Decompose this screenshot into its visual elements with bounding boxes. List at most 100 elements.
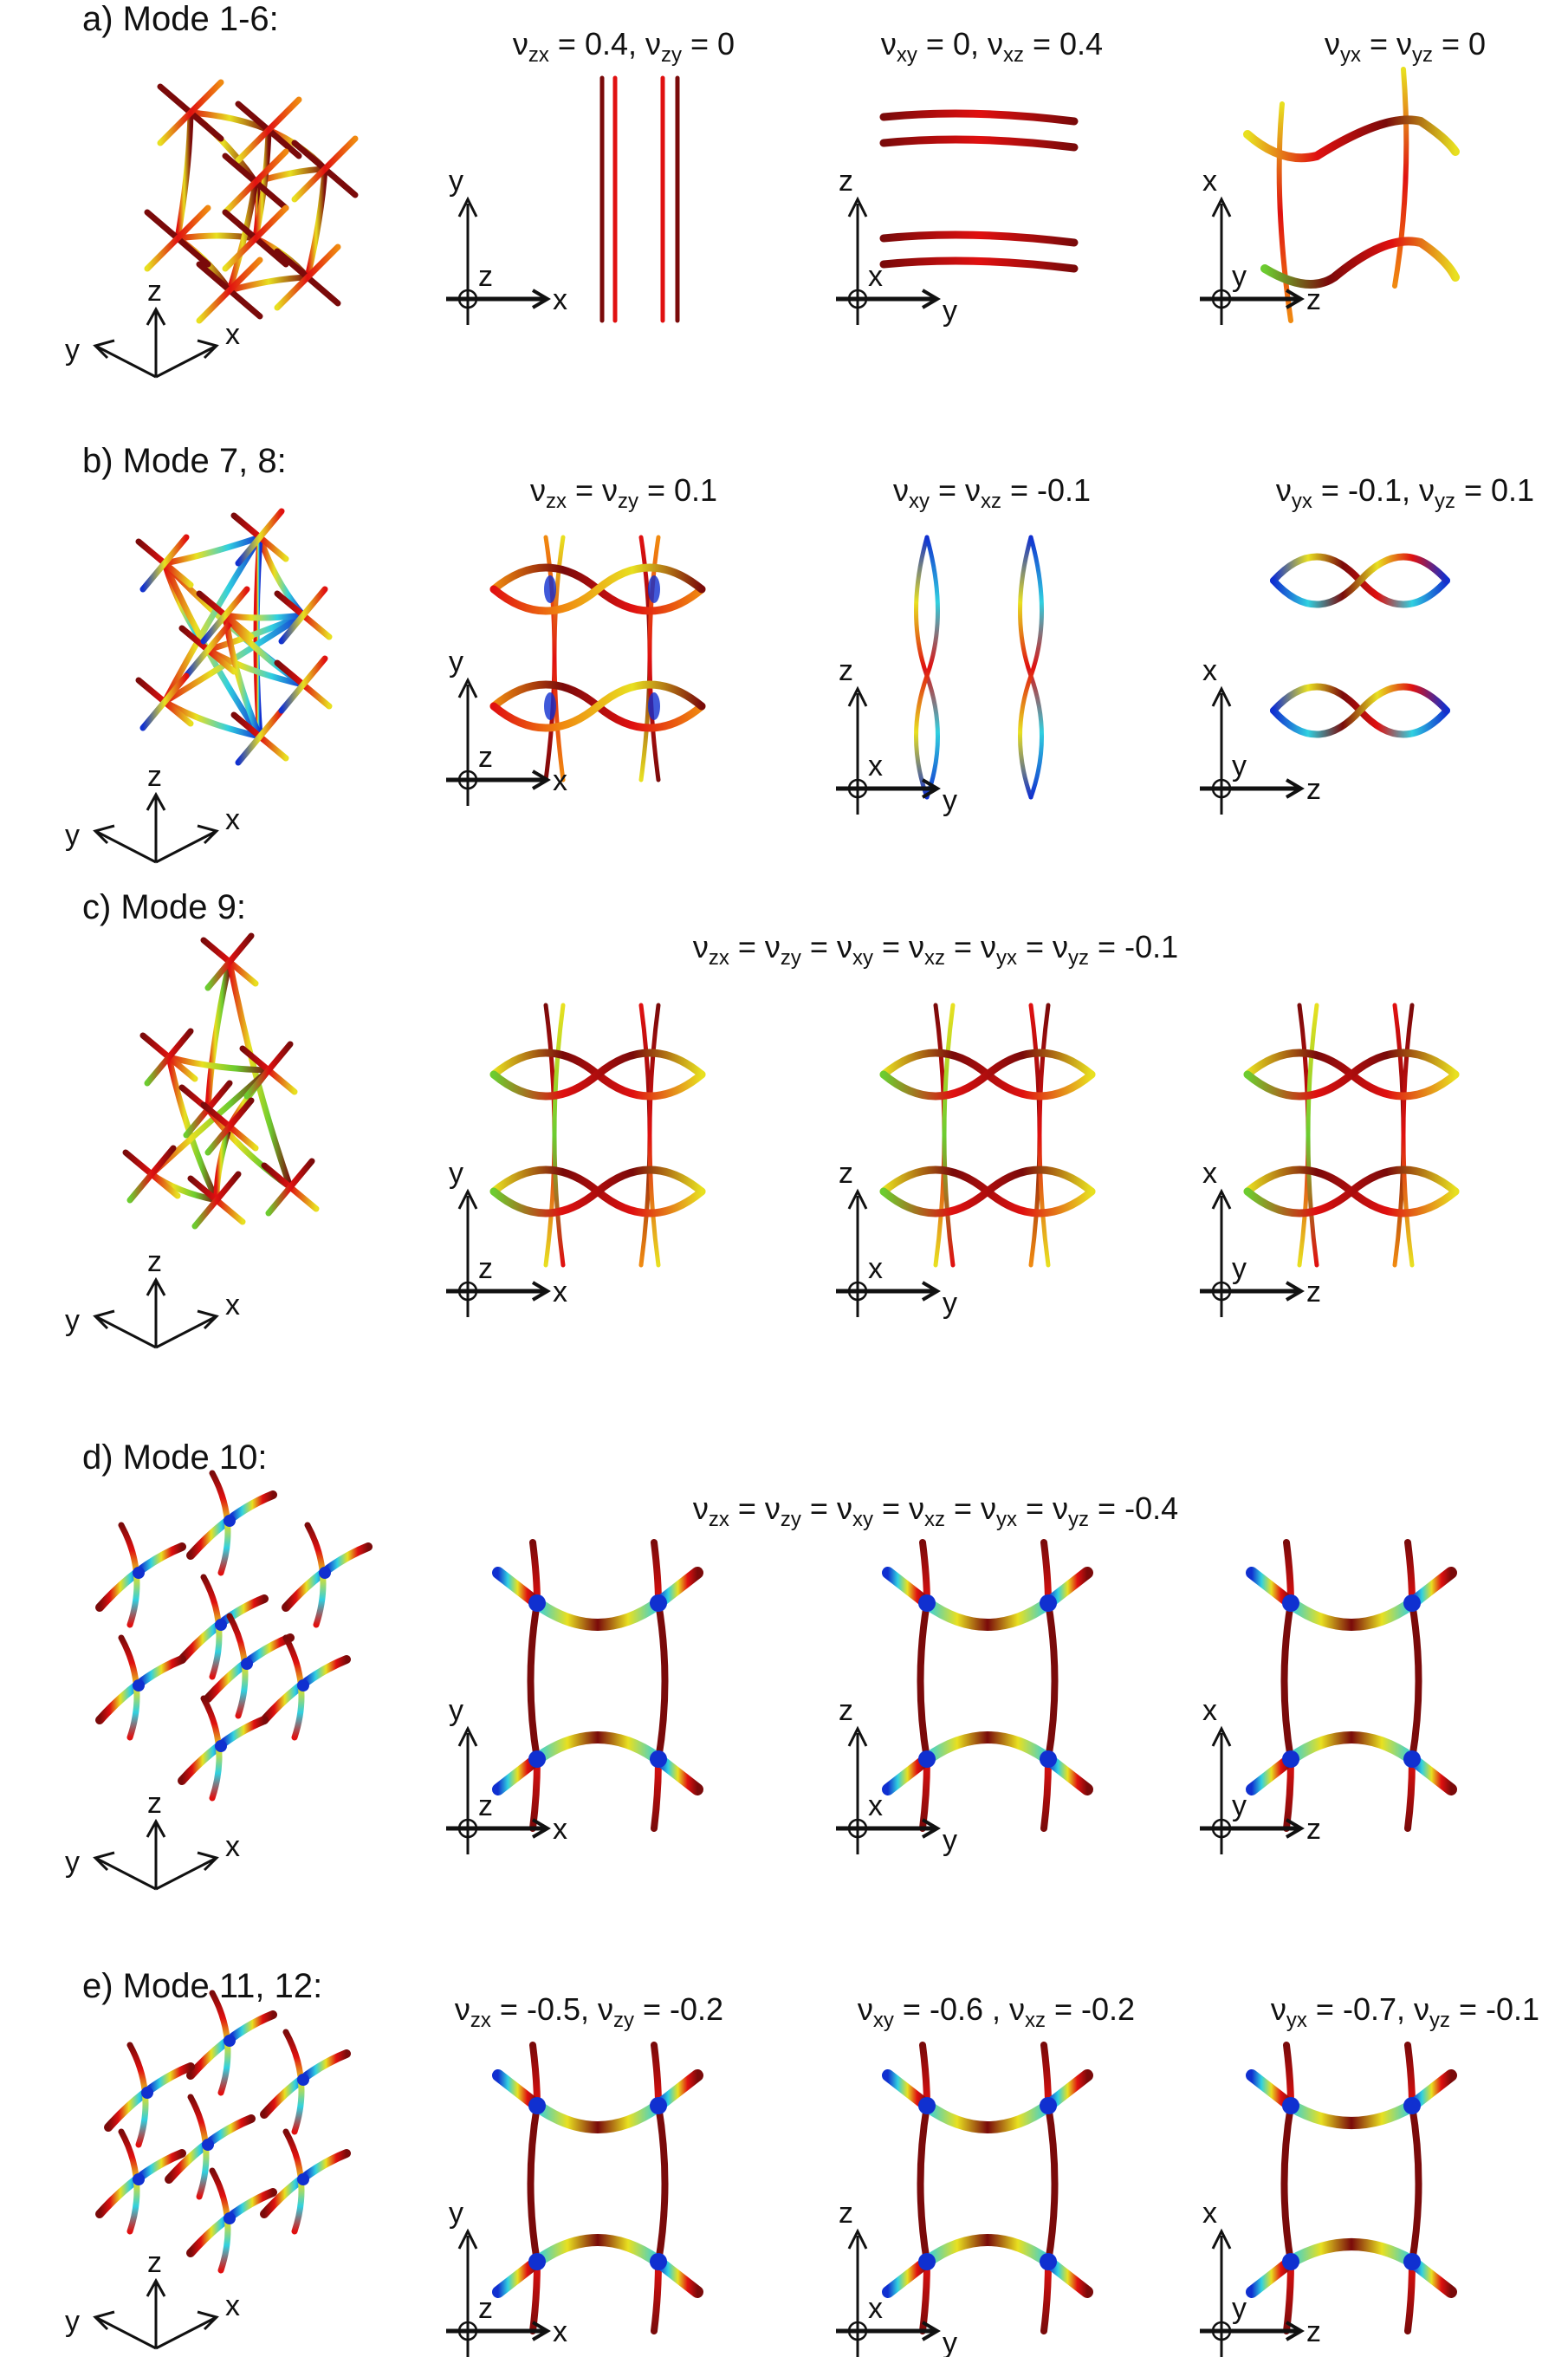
equation: νyx = νyz = 0 <box>1324 26 1487 67</box>
row-c: c) Mode 9: νzx = νzy = νxy = νxz = νyx =… <box>0 884 1568 1369</box>
projection-view-zxy: z x y <box>836 1539 1093 1857</box>
iso-view-structure: z y x <box>65 1990 351 2350</box>
equation: νzx = 0.4, νzy = 0 <box>512 26 735 67</box>
iso-view-structure: z y x <box>65 1470 373 1891</box>
svg-text:z: z <box>1306 1276 1321 1308</box>
svg-text:y: y <box>1232 1252 1247 1285</box>
svg-text:y: y <box>65 2305 80 2338</box>
svg-text:x: x <box>1202 165 1217 198</box>
svg-text:z: z <box>147 2246 162 2279</box>
svg-text:z: z <box>478 260 493 293</box>
svg-text:z: z <box>839 1157 853 1190</box>
equation: νzx = νzy = 0.1 <box>529 472 718 513</box>
svg-text:y: y <box>1232 1789 1247 1822</box>
iso-view-structure: z y x <box>65 79 359 379</box>
svg-text:y: y <box>65 819 80 852</box>
mode-title: c) Mode 9: <box>82 888 246 926</box>
projection-view-xyz: x y z <box>1200 1539 1457 1854</box>
svg-text:y: y <box>943 2327 957 2357</box>
equation: νxy = νxz = -0.1 <box>892 472 1092 513</box>
svg-text:x: x <box>553 1813 567 1846</box>
row-a: a) Mode 1-6: νzx = 0.4, νzy = 0 νxy = 0,… <box>0 0 1568 407</box>
svg-text:x: x <box>1202 1157 1217 1190</box>
projection-view-yzx: y z x <box>446 75 723 325</box>
svg-text:x: x <box>868 1789 883 1822</box>
svg-text:x: x <box>225 2289 240 2322</box>
svg-text:y: y <box>449 1157 463 1190</box>
svg-text:x: x <box>1202 654 1217 687</box>
projection-view-xyz: x y z <box>1200 2042 1457 2357</box>
svg-text:y: y <box>943 295 957 328</box>
svg-text:y: y <box>449 2197 463 2230</box>
equation: νzx = νzy = νxy = νxz = νyx = νyz = -0.1 <box>692 929 1179 970</box>
projection-view-yzx: y z x <box>446 1539 703 1854</box>
svg-text:z: z <box>839 654 853 687</box>
projection-view-xyz: x y z <box>1200 1003 1460 1317</box>
svg-text:y: y <box>1232 2292 1247 2325</box>
row-d: d) Mode 10: νzx = νzy = νxy = νxz = νyx … <box>0 1421 1568 1906</box>
svg-text:z: z <box>478 1252 493 1285</box>
svg-text:y: y <box>449 165 463 198</box>
projection-view-xyz: x y z <box>1200 517 1450 815</box>
iso-view-structure: z y x <box>65 932 320 1349</box>
svg-text:z: z <box>1306 773 1321 806</box>
row-b: b) Mode 7, 8: νzx = νzy = 0.1 νxy = νxz … <box>0 425 1568 875</box>
svg-text:x: x <box>225 803 240 836</box>
projection-view-zxy: z x y <box>836 535 1105 817</box>
svg-text:x: x <box>1202 2197 1217 2230</box>
projection-view-zxy: z x y <box>836 2042 1093 2357</box>
iso-view-structure: z y x <box>65 508 333 864</box>
projection-view-xyz: x y z <box>1200 67 1460 325</box>
svg-text:y: y <box>449 1694 463 1727</box>
mode-title: e) Mode 11, 12: <box>82 1967 323 2005</box>
equation: νzx = -0.5, νzy = -0.2 <box>454 1991 724 2032</box>
svg-text:z: z <box>478 2292 493 2325</box>
svg-text:z: z <box>1306 283 1321 316</box>
svg-text:z: z <box>839 1694 853 1727</box>
svg-text:x: x <box>225 318 240 351</box>
svg-text:y: y <box>1232 260 1247 293</box>
svg-text:z: z <box>839 165 853 198</box>
svg-text:x: x <box>868 750 883 782</box>
svg-text:x: x <box>553 283 567 316</box>
svg-text:y: y <box>65 334 80 367</box>
svg-text:x: x <box>225 1830 240 1863</box>
projection-view-yzx: y z x <box>446 1003 706 1317</box>
projection-view-zxy: z x y <box>836 1003 1096 1320</box>
svg-text:z: z <box>478 741 493 774</box>
svg-text:y: y <box>943 784 957 817</box>
svg-text:x: x <box>868 1252 883 1285</box>
svg-text:x: x <box>868 260 883 293</box>
projection-view-yzx: y z x <box>446 535 706 806</box>
svg-text:x: x <box>225 1289 240 1321</box>
projection-view-yzx: y z x <box>446 2042 703 2357</box>
svg-text:x: x <box>1202 1694 1217 1727</box>
mode-title: a) Mode 1-6: <box>82 0 279 38</box>
svg-text:z: z <box>147 1787 162 1820</box>
svg-text:y: y <box>943 1824 957 1857</box>
mode-title: d) Mode 10: <box>82 1438 268 1477</box>
svg-text:x: x <box>868 2292 883 2325</box>
mode-title: b) Mode 7, 8: <box>82 442 287 480</box>
svg-text:z: z <box>839 2197 853 2230</box>
equation: νyx = -0.1, νyz = 0.1 <box>1275 472 1535 513</box>
equation: νzx = νzy = νxy = νxz = νyx = νyz = -0.4 <box>692 1490 1179 1531</box>
equation: νxy = 0, νxz = 0.4 <box>880 26 1104 67</box>
svg-text:z: z <box>147 1245 162 1278</box>
equation: νxy = -0.6 , νxz = -0.2 <box>857 1991 1136 2032</box>
svg-text:y: y <box>449 646 463 679</box>
svg-text:z: z <box>147 760 162 793</box>
svg-text:z: z <box>478 1789 493 1822</box>
svg-text:y: y <box>65 1846 80 1879</box>
svg-text:z: z <box>1306 2315 1321 2348</box>
svg-text:z: z <box>147 275 162 308</box>
svg-text:y: y <box>1232 750 1247 782</box>
svg-text:x: x <box>553 764 567 797</box>
svg-text:x: x <box>553 2315 567 2348</box>
svg-text:y: y <box>65 1304 80 1337</box>
svg-text:z: z <box>1306 1813 1321 1846</box>
svg-text:x: x <box>553 1276 567 1308</box>
row-e: e) Mode 11, 12: νzx = -0.5, νzy = -0.2 ν… <box>0 1950 1568 2357</box>
svg-text:y: y <box>943 1287 957 1320</box>
projection-view-zxy: z x y <box>836 67 1079 328</box>
